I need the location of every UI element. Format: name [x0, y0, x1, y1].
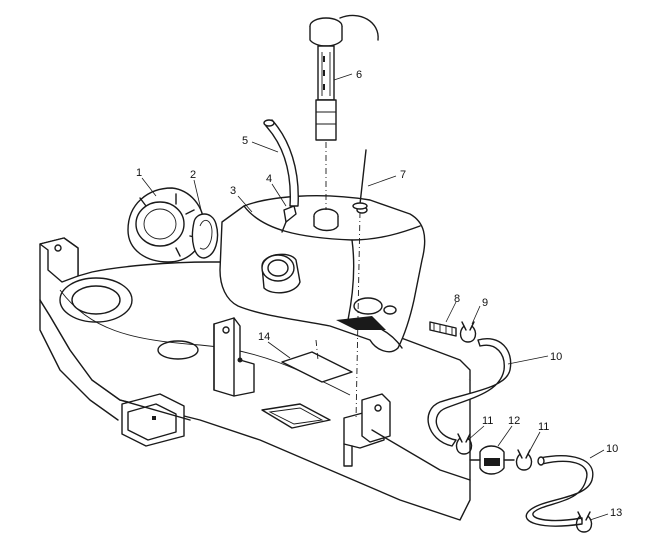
- callout-labels: 1 2 3 4 5 6 7 8 9 10 11 12 11 10 13 14: [136, 69, 622, 519]
- callout-10-upper: 10: [550, 351, 562, 363]
- callout-3: 3: [230, 185, 236, 197]
- callout-6: 6: [356, 69, 362, 81]
- callout-8: 8: [454, 293, 460, 305]
- fuel-cap: [127, 187, 205, 263]
- callout-13: 13: [610, 507, 622, 519]
- callout-11-right: 11: [538, 421, 549, 433]
- callout-7: 7: [400, 169, 406, 181]
- callout-14: 14: [258, 331, 270, 343]
- cap-gasket: [191, 213, 219, 259]
- frame: [39, 237, 471, 521]
- fuel-tank: [219, 195, 426, 353]
- fuel-gauge-sender: [309, 14, 379, 210]
- callout-1: 1: [136, 167, 142, 179]
- callout-9: 9: [482, 297, 488, 309]
- leader-lines: [141, 73, 609, 521]
- callout-11-left: 11: [482, 415, 493, 427]
- callout-12: 12: [508, 415, 520, 427]
- tank-pad: [281, 339, 353, 383]
- callout-5: 5: [242, 135, 248, 147]
- callout-4: 4: [266, 173, 272, 185]
- fuel-line-fittings: [427, 321, 594, 533]
- callout-2: 2: [190, 169, 196, 181]
- callout-10-lower: 10: [606, 443, 618, 455]
- dipstick: [352, 149, 368, 421]
- vent-hose: [263, 119, 299, 207]
